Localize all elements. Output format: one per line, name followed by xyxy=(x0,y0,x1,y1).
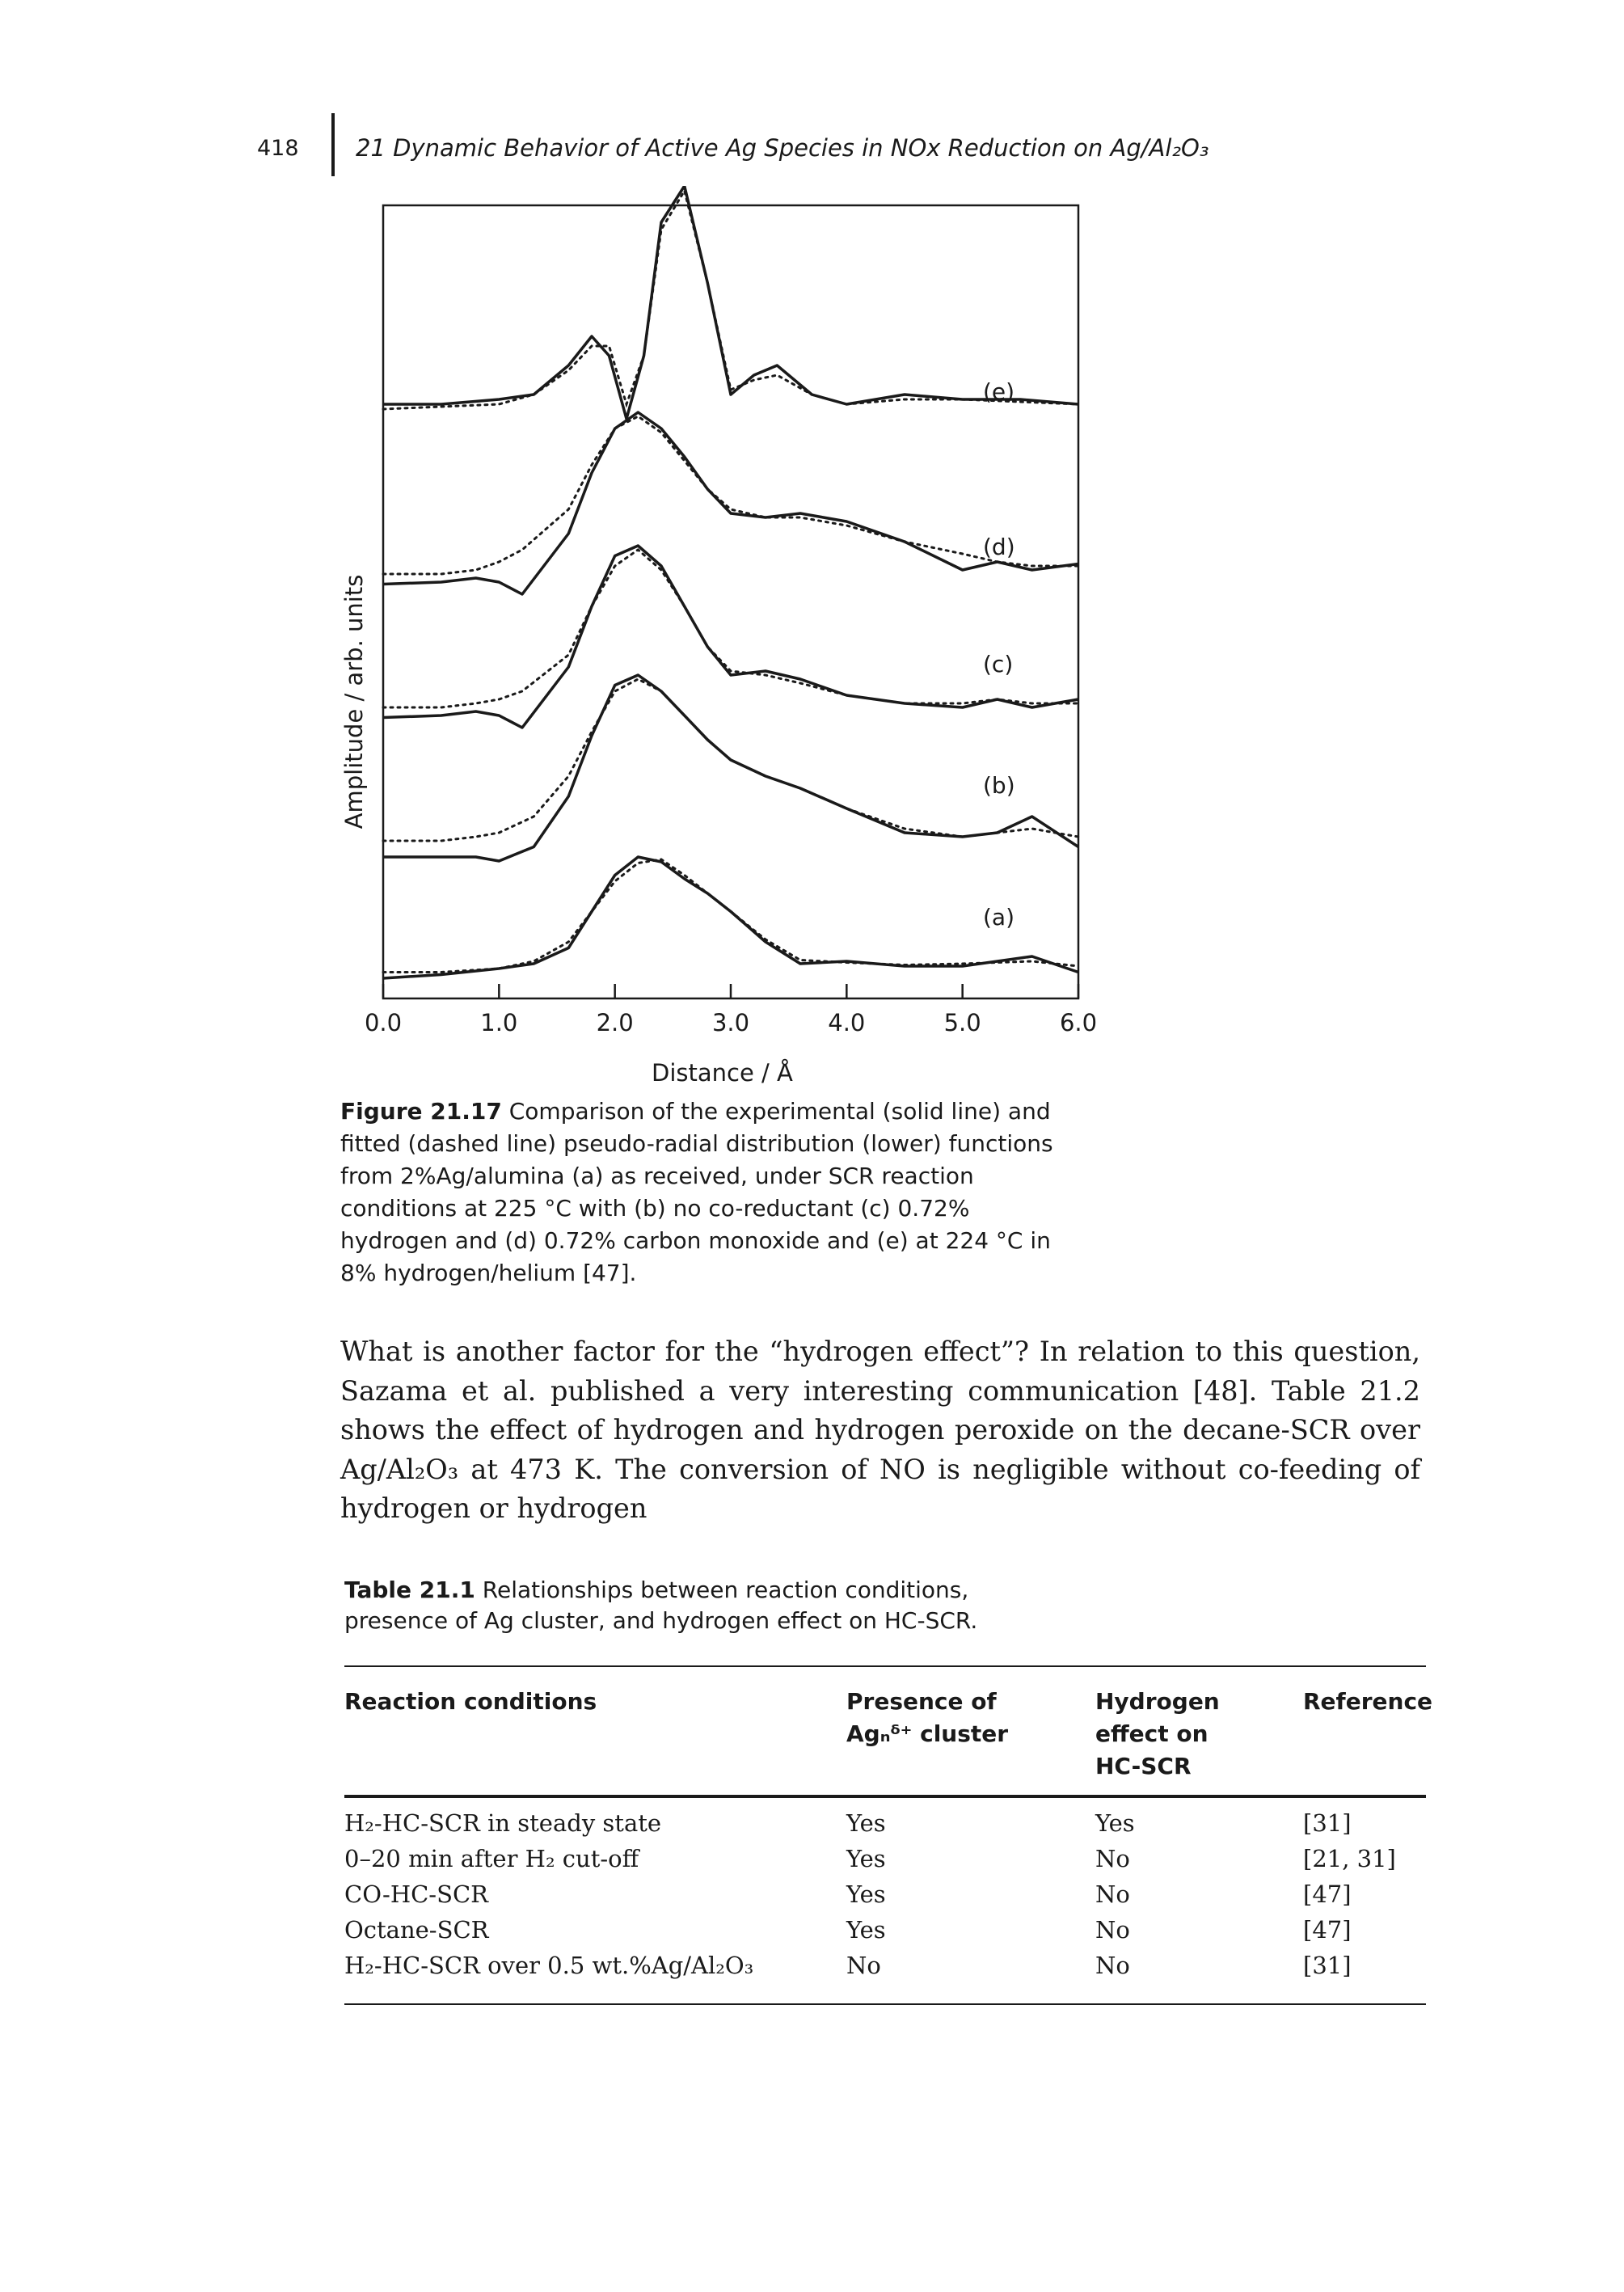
table-top-rule xyxy=(344,1665,1426,1667)
fitted-line xyxy=(382,858,1080,973)
x-tick-label: 5.0 xyxy=(943,1009,981,1036)
x-tick-label: 6.0 xyxy=(1059,1009,1098,1036)
curve-label: (c) xyxy=(983,651,1014,677)
experimental-line xyxy=(382,544,1079,729)
x-tick-label: 4.0 xyxy=(828,1009,866,1036)
table-cell-presence: Yes xyxy=(846,1880,886,1908)
table-cell-hydrogen: No xyxy=(1095,1916,1130,1944)
table-cell-conditions: Octane-SCR xyxy=(344,1916,489,1944)
table-caption-text: Relationships between reaction condition… xyxy=(344,1577,978,1634)
page-number: 418 xyxy=(257,136,299,161)
experimental-line xyxy=(382,411,1079,596)
figure-21-17 xyxy=(307,186,1140,1067)
figure-caption-label: Figure 21.17 xyxy=(340,1098,502,1125)
table-cell-reference: [31] xyxy=(1303,1952,1352,1979)
series-b xyxy=(382,673,1080,863)
x-tick-label: 0.0 xyxy=(364,1009,403,1036)
table-cell-hydrogen: No xyxy=(1095,1845,1130,1872)
x-tick-label: 1.0 xyxy=(480,1009,518,1036)
table-cell-presence: Yes xyxy=(846,1809,886,1837)
table-cell-conditions: CO-HC-SCR xyxy=(344,1880,488,1908)
table-caption: Table 21.1 Relationships between reactio… xyxy=(344,1575,1072,1636)
rdf-plot xyxy=(382,186,1080,1000)
table-cell-conditions: H₂-HC-SCR in steady state xyxy=(344,1809,662,1837)
header-divider xyxy=(331,113,335,176)
col-header-reference: Reference xyxy=(1303,1688,1433,1715)
table-cell-reference: [47] xyxy=(1303,1880,1352,1908)
fitted-line xyxy=(382,415,1080,576)
table-header-rule xyxy=(344,1795,1426,1798)
col-header-hydrogen: Hydrogen effect on HC-SCR xyxy=(1095,1688,1220,1779)
experimental-line xyxy=(382,855,1079,980)
series-a xyxy=(382,855,1080,980)
table-cell-presence: No xyxy=(846,1952,881,1979)
curve-label: (a) xyxy=(983,904,1015,931)
fitted-line xyxy=(382,548,1080,709)
table-cell-conditions: 0–20 min after H₂ cut-off xyxy=(344,1845,639,1872)
figure-caption-text: Comparison of the experimental (solid li… xyxy=(340,1098,1053,1286)
body-paragraph: What is another factor for the “hydrogen… xyxy=(340,1336,1420,1524)
table-cell-hydrogen: No xyxy=(1095,1952,1130,1979)
table-cell-presence: Yes xyxy=(846,1916,886,1944)
table-cell-reference: [31] xyxy=(1303,1809,1352,1837)
table-bottom-rule xyxy=(344,2003,1426,2005)
curve-label: (d) xyxy=(983,534,1015,560)
figure-caption: Figure 21.17 Comparison of the experimen… xyxy=(340,1095,1068,1290)
series-e xyxy=(382,186,1080,420)
curve-label: (b) xyxy=(983,772,1015,799)
table-cell-conditions: H₂-HC-SCR over 0.5 wt.%Ag/Al₂O₃ xyxy=(344,1952,754,1979)
experimental-line xyxy=(383,186,1079,420)
curve-label: (e) xyxy=(983,378,1015,405)
x-tick-label: 2.0 xyxy=(596,1009,634,1036)
x-tick-label: 3.0 xyxy=(711,1009,750,1036)
series-c xyxy=(382,544,1080,729)
table-caption-label: Table 21.1 xyxy=(344,1577,475,1603)
col-header-conditions: Reaction conditions xyxy=(344,1688,597,1715)
running-title: 21 Dynamic Behavior of Active Ag Species… xyxy=(356,134,1209,162)
fitted-line xyxy=(382,188,1080,411)
table-cell-reference: [21, 31] xyxy=(1303,1845,1396,1872)
plot-frame xyxy=(382,204,1080,1000)
table-cell-hydrogen: Yes xyxy=(1095,1809,1135,1837)
table-cell-reference: [47] xyxy=(1303,1916,1352,1944)
series-d xyxy=(382,411,1080,596)
experimental-line xyxy=(383,673,1079,863)
y-axis-label: Amplitude / arb. units xyxy=(340,574,368,829)
table-cell-hydrogen: No xyxy=(1095,1880,1130,1908)
col-header-presence: Presence of Agₙᵟ⁺ cluster xyxy=(846,1688,1009,1747)
table-cell-presence: Yes xyxy=(846,1845,886,1872)
x-axis-label: Distance / Å xyxy=(652,1059,793,1087)
